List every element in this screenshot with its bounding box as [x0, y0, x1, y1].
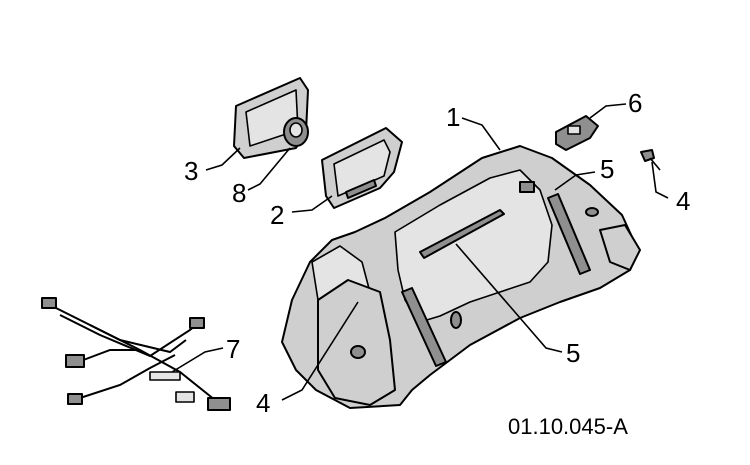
switch: [555, 115, 599, 151]
callout-numbers: 1 2 3 4 4 5 5 6 7 8: [184, 88, 690, 418]
callout-6: 6: [628, 88, 642, 118]
bulb: [283, 117, 309, 147]
callout-5-lower: 5: [566, 338, 580, 368]
callout-7: 7: [226, 334, 240, 364]
callout-4-right: 4: [676, 186, 690, 216]
dashboard-housing: [281, 145, 641, 409]
screw-right: [640, 149, 661, 171]
callout-8: 8: [232, 178, 246, 208]
callout-1: 1: [446, 102, 460, 132]
reference-code: 01.10.045-A: [508, 414, 628, 439]
wiring-harness: [41, 297, 231, 411]
callout-2: 2: [270, 200, 284, 230]
leader-lines: [171, 103, 669, 401]
lamp-bezel: [321, 127, 403, 209]
callout-5-upper: 5: [600, 154, 614, 184]
callout-3: 3: [184, 156, 198, 186]
callout-4-left: 4: [256, 388, 270, 418]
